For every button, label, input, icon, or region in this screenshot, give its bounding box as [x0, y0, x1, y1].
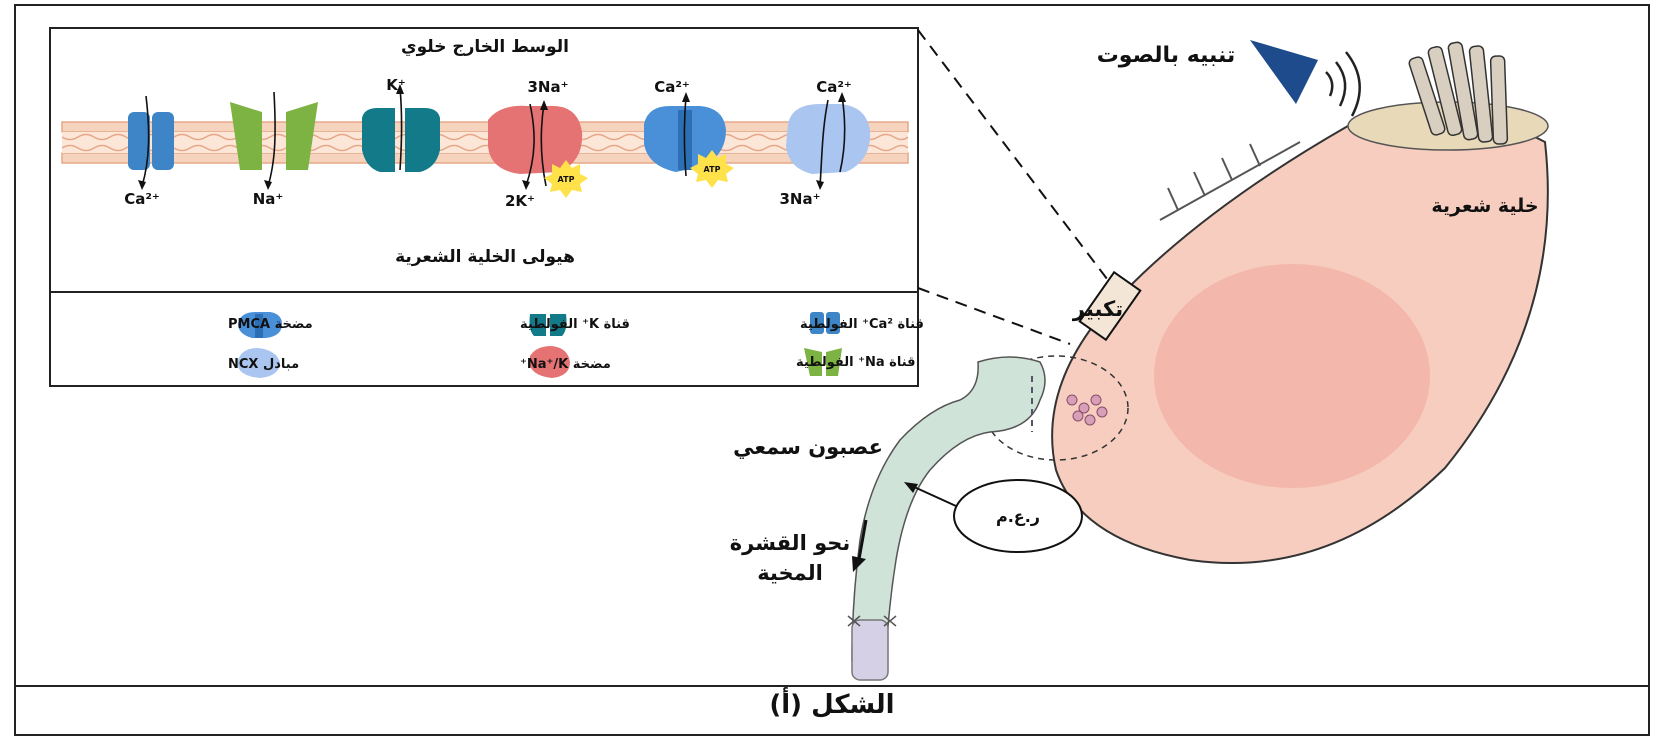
zoom-label: تكبير: [1072, 297, 1123, 321]
ion-label: 3Na⁺: [527, 78, 568, 96]
figure-caption: الشكل (أ): [14, 690, 1650, 720]
auditory-neuron-label: عصبون سمعي: [733, 435, 883, 459]
ion-label: Na⁺: [253, 190, 284, 208]
nucleus: [1154, 264, 1430, 488]
zoom-box: الوسط الخارج خلوي هيولى الخلية الشعرية C…: [50, 28, 924, 386]
hair-cell: [984, 42, 1548, 564]
legend-label: مبادل NCX: [228, 357, 299, 372]
legend-label: مضخة Na⁺/K⁺: [520, 357, 611, 372]
extracellular-label: الوسط الخارج خلوي: [401, 37, 569, 57]
speaker-icon: [1250, 40, 1360, 116]
cytoplasm-label: هيولى الخلية الشعرية: [395, 247, 575, 267]
auditory-neuron: [848, 357, 1082, 680]
pa-label: ر.ع.م: [996, 507, 1040, 526]
ion-label: K⁺: [386, 76, 406, 94]
cortex-label-1: نحو القشرة: [730, 531, 851, 555]
atp-label: ATP: [558, 175, 575, 184]
legend-label: قناة Na⁺ الفولطية: [796, 355, 916, 370]
ion-label: 3Na⁺: [779, 190, 820, 208]
membrane-bilayer: [62, 122, 908, 163]
atp-label: ATP: [704, 165, 721, 174]
legend-label: مضخة PMCA: [228, 317, 313, 332]
zoom-line-bottom: [918, 288, 1070, 344]
legend-label: قناة K⁺ الفولطية: [520, 317, 630, 332]
hair-cell-label: خلية شعرية: [1431, 195, 1538, 217]
ion-label: Ca²⁺: [654, 78, 690, 96]
sound-stimulus-label: تنبيه بالصوت: [1097, 43, 1236, 68]
ion-label: 2K⁺: [505, 192, 535, 210]
cortex-label-2: المخية: [757, 561, 823, 585]
zoom-line-top: [918, 30, 1120, 296]
ion-label: Ca²⁺: [124, 190, 160, 208]
ion-label: Ca²⁺: [816, 78, 852, 96]
legend-label: قناة Ca²⁺ الفولطية: [800, 317, 924, 332]
